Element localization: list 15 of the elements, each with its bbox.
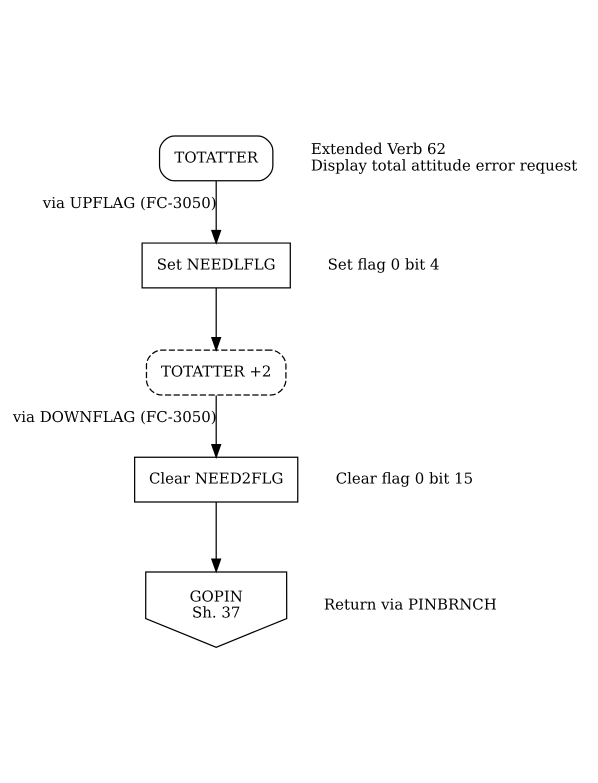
arrow bbox=[210, 181, 222, 245]
edge-label: via UPFLAG (FC-3050) bbox=[42, 194, 217, 212]
arrow bbox=[210, 288, 222, 352]
node-box: Clear NEED2FLG bbox=[134, 456, 298, 503]
node-label: Set flag 0 bit 4 bbox=[328, 255, 440, 274]
node-box: TOTATTER +2 bbox=[146, 350, 287, 396]
node-label: Display total attitude error request bbox=[310, 156, 578, 174]
node-box: Set NEEDLFLG bbox=[142, 242, 291, 288]
node-box: TOTATTER bbox=[158, 135, 274, 182]
node-label: Clear flag 0 bit 15 bbox=[336, 469, 474, 488]
arrow bbox=[210, 502, 222, 574]
node-label: Extended Verb 62 bbox=[310, 140, 446, 158]
node-label: Return via PINBRNCH bbox=[324, 596, 497, 614]
edge-label: via DOWNFLAG (FC-3050) bbox=[12, 408, 217, 426]
arrow bbox=[210, 395, 222, 459]
